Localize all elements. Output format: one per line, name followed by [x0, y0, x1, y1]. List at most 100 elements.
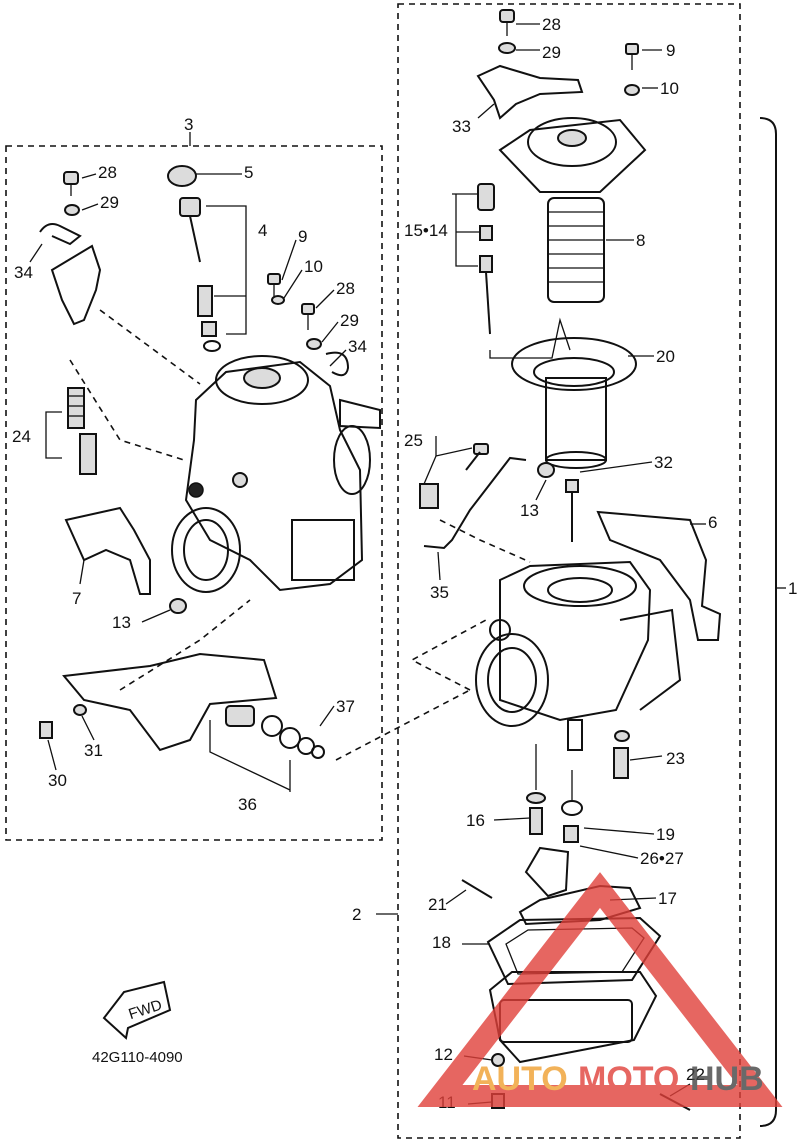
callout-c6: 6	[708, 513, 717, 532]
callout-c17: 17	[658, 889, 677, 908]
callout-c34b: 34	[348, 337, 367, 356]
callout-c20: 20	[656, 347, 675, 366]
callout-c2: 2	[352, 905, 361, 924]
callout-c33: 33	[452, 117, 471, 136]
callout-c8: 8	[636, 231, 645, 250]
callout-c5: 5	[244, 163, 253, 182]
callout-c29c: 29	[340, 311, 359, 330]
nut-13-left	[169, 598, 187, 614]
callout-c28a: 28	[542, 15, 561, 34]
callout-c1: 1	[788, 579, 797, 598]
callout-c10a: 10	[660, 79, 679, 98]
callout-c13a: 13	[520, 501, 539, 520]
washer-29-top	[498, 42, 516, 54]
callout-c9b: 9	[298, 227, 307, 246]
callout-c3: 3	[184, 115, 193, 134]
screw-23	[613, 730, 630, 779]
callout-c7: 7	[72, 589, 81, 608]
bracket-7	[64, 506, 151, 595]
carburetor-body-right	[475, 560, 682, 751]
watermark-auto: AUTO	[472, 1060, 568, 1098]
group-3-dashed-box	[5, 145, 383, 841]
callout-c37: 37	[336, 697, 355, 716]
callout-c30: 30	[48, 771, 67, 790]
oring-19	[561, 800, 583, 816]
callout-c26-27: 26•27	[640, 849, 684, 868]
screw-28-mid	[301, 303, 315, 315]
screw-30	[39, 721, 53, 739]
screw-9-left	[267, 273, 281, 285]
screw-32	[565, 479, 579, 493]
diaphragm-piston-20	[511, 337, 637, 469]
callout-c34a: 34	[14, 263, 33, 282]
callout-c19: 19	[656, 825, 675, 844]
watermark-hub: HUB	[690, 1060, 764, 1098]
callout-c16: 16	[466, 811, 485, 830]
callout-c13b: 13	[112, 613, 131, 632]
rod-35	[423, 456, 527, 550]
gasket-18	[486, 916, 662, 986]
callout-c10b: 10	[304, 257, 323, 276]
callout-c24: 24	[12, 427, 31, 446]
watermark-triangle-icon	[417, 872, 783, 1107]
right-assembly	[335, 9, 722, 1111]
jet-needle-15-14	[477, 183, 495, 335]
watermark-moto: MOTO	[578, 1060, 679, 1098]
nut-13-right	[537, 462, 555, 478]
part-36-37-stack	[209, 705, 325, 792]
washer-10-top	[624, 84, 640, 96]
watermark-logo: AUTO MOTO HUB	[417, 872, 783, 1107]
pin-21	[461, 879, 493, 899]
callout-c23: 23	[666, 749, 685, 768]
fwd-label: FWD	[126, 996, 164, 1023]
bracket-lower	[62, 652, 278, 752]
washer-16	[526, 792, 546, 804]
screw-28-left	[63, 171, 79, 185]
callout-c12: 12	[434, 1045, 453, 1064]
bracket-6	[596, 510, 722, 641]
bracket-left-top	[50, 244, 102, 326]
callout-c21: 21	[428, 895, 447, 914]
callout-c32: 32	[654, 453, 673, 472]
washer-10-left	[271, 295, 285, 305]
cap-5	[167, 165, 197, 187]
callout-c29a: 29	[542, 43, 561, 62]
callout-c9a: 9	[666, 41, 675, 60]
callout-labels: 28 29 9 10 33 8 15•14 20 3 28 29 5 4 34 …	[12, 15, 797, 1112]
screw-28-top	[499, 9, 515, 23]
group-2-dashed-box	[397, 3, 741, 1139]
callout-c15-14: 15•14	[404, 221, 448, 240]
leader-lines	[29, 23, 706, 1105]
callout-c22: 22	[686, 1065, 705, 1084]
spring-8	[547, 197, 605, 303]
left-assembly	[39, 165, 381, 792]
group-boundaries	[5, 3, 786, 1139]
clip-34-left	[39, 223, 82, 246]
jet-26-27	[563, 825, 579, 843]
callout-c18: 18	[432, 933, 451, 952]
callout-c35: 35	[430, 583, 449, 602]
fwd-arrow-icon: FWD	[102, 980, 172, 1040]
callout-c28c: 28	[336, 279, 355, 298]
callout-c29b: 29	[100, 193, 119, 212]
screw-25	[419, 443, 489, 509]
clip-34-mid	[325, 351, 350, 377]
washer-29-left	[64, 204, 80, 216]
spring-24	[45, 387, 97, 475]
callout-c28b: 28	[98, 163, 117, 182]
callout-c4: 4	[258, 221, 267, 240]
carburetor-body-left	[171, 355, 381, 593]
group-1-bracket	[759, 117, 777, 1127]
callout-c31: 31	[84, 741, 103, 760]
callout-c36: 36	[238, 795, 257, 814]
top-cover	[498, 118, 647, 193]
bracket-33	[476, 64, 584, 120]
washer-31	[73, 704, 87, 716]
part-code: 42G110-4090	[92, 1049, 183, 1066]
callout-c25: 25	[404, 431, 423, 450]
washer-29-mid	[306, 338, 322, 350]
screw-9-top	[625, 43, 639, 55]
part-4-stack	[179, 197, 247, 352]
jet-16	[529, 807, 543, 835]
